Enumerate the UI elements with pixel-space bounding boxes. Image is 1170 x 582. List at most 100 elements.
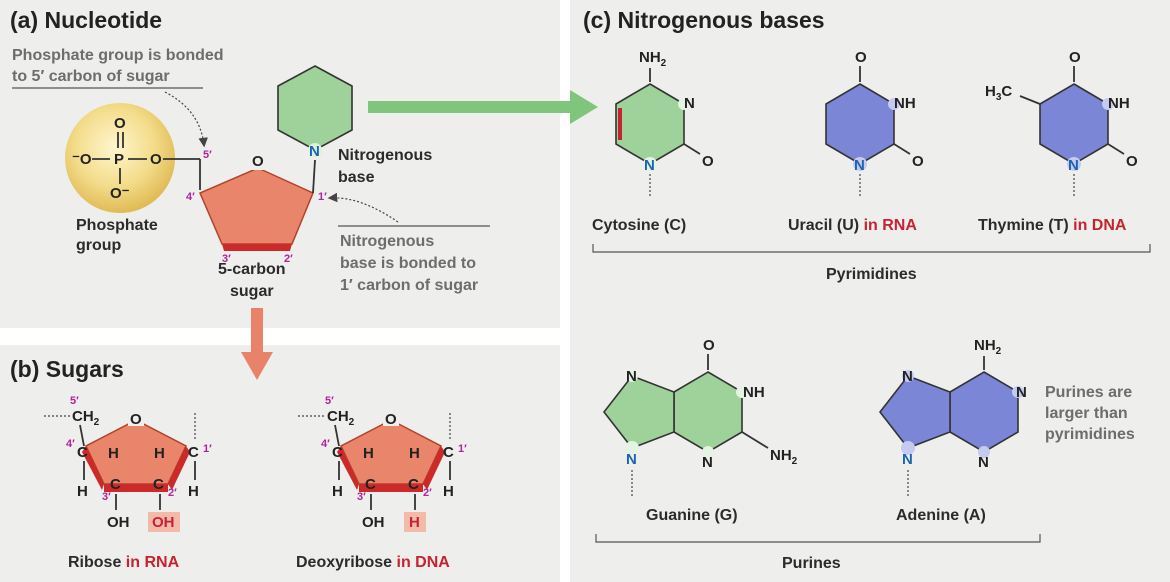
- sugar-o-bg: [250, 152, 268, 170]
- thymine-structure: O H3C NH O N: [985, 49, 1138, 198]
- deoxyribose-caption: Deoxyribose in DNA: [296, 554, 450, 571]
- adenine-label: Adenine (A): [896, 507, 986, 524]
- svg-text:NH2: NH2: [974, 337, 1002, 357]
- svg-text:N: N: [1068, 157, 1079, 174]
- svg-text:5′: 5′: [70, 395, 79, 407]
- carbon-3-label: 3′: [222, 253, 231, 265]
- sugar-o: O: [252, 153, 264, 170]
- arrow-to-bases: [368, 90, 598, 124]
- svg-text:N: N: [626, 368, 637, 385]
- phosphate-o-top: O: [114, 115, 126, 132]
- svg-text:N: N: [902, 451, 913, 468]
- svg-text:5′: 5′: [325, 395, 334, 407]
- panel-b-title: (b) Sugars: [10, 356, 124, 382]
- purines-label: Purines: [782, 555, 841, 572]
- guanine-structure: O N NH N NH2 N: [602, 337, 798, 496]
- svg-text:NH2: NH2: [770, 447, 798, 467]
- purine-note-line-3: pyrimidines: [1045, 426, 1135, 443]
- svg-text:N: N: [854, 157, 865, 174]
- ribose-caption: Ribose in RNA: [68, 554, 180, 571]
- base-note-line-1: Nitrogenous: [340, 233, 434, 250]
- sugar-label-2: sugar: [230, 283, 274, 300]
- svg-text:C: C: [332, 444, 343, 461]
- pyrimidines-label: Pyrimidines: [826, 266, 917, 283]
- svg-text:H: H: [443, 483, 454, 500]
- base-note-line-3: 1′ carbon of sugar: [340, 277, 478, 294]
- phosphate-note-line-2: to 5′ carbon of sugar: [12, 68, 170, 85]
- cytosine-structure: NH2 N N O: [615, 49, 714, 198]
- purines-bracket: [595, 534, 1041, 543]
- svg-text:O: O: [1069, 49, 1081, 66]
- carbon-5-label: 5′: [203, 149, 212, 161]
- base-label-1: Nitrogenous: [338, 147, 432, 164]
- svg-text:OH: OH: [362, 514, 385, 531]
- svg-text:O: O: [385, 411, 397, 428]
- svg-text:O: O: [912, 153, 924, 170]
- base-label-2: base: [338, 169, 375, 186]
- deoxyribose-structure: 5′ CH2 O 4′ C 1′ C H H H H C 3′ C 2′: [298, 395, 467, 532]
- svg-text:H: H: [188, 483, 199, 500]
- phosphate-label-1: Phosphate: [76, 217, 158, 234]
- svg-text:H: H: [332, 483, 343, 500]
- svg-text:NH: NH: [743, 384, 765, 401]
- svg-text:H: H: [363, 445, 374, 462]
- phosphate-o-right: O: [150, 151, 162, 168]
- svg-text:O: O: [702, 153, 714, 170]
- uracil-structure: O NH O N: [825, 49, 924, 198]
- svg-text:N: N: [626, 451, 637, 468]
- svg-text:H3C: H3C: [985, 83, 1012, 103]
- svg-text:H: H: [77, 483, 88, 500]
- ribose-oh-highlight: [148, 512, 180, 532]
- svg-text:O: O: [130, 411, 142, 428]
- phosphate-note-line-1: Phosphate group is bonded: [12, 47, 224, 64]
- purine-note-line-1: Purines are: [1045, 384, 1132, 401]
- svg-text:1′: 1′: [458, 443, 467, 455]
- pyrimidines-bracket: [592, 244, 1151, 253]
- phosphate-ball: [65, 103, 175, 213]
- panel-a-title: (a) Nucleotide: [10, 7, 162, 33]
- base-n-highlight: [308, 143, 322, 157]
- svg-text:3′: 3′: [102, 491, 111, 503]
- panel-c: (c) Nitrogenous bases NH2 N N O Cytosine…: [583, 7, 1151, 572]
- svg-text:NH2: NH2: [639, 49, 667, 69]
- glycosidic-bond: [312, 159, 316, 194]
- svg-text:OH: OH: [107, 514, 130, 531]
- phosphate-o-left: ⁻O: [72, 151, 92, 168]
- svg-text:4′: 4′: [66, 438, 75, 450]
- panel-b: (b) Sugars 5′ CH2 O 4′ C 1′ C H H H H C …: [10, 356, 467, 571]
- svg-text:C: C: [77, 444, 88, 461]
- ribose-ch2: CH2: [72, 408, 100, 428]
- cytosine-label: Cytosine (C): [592, 217, 686, 234]
- svg-text:2′: 2′: [423, 487, 432, 499]
- svg-text:C: C: [188, 444, 199, 461]
- svg-text:N: N: [644, 157, 655, 174]
- guanine-label: Guanine (G): [646, 507, 738, 524]
- svg-text:3′: 3′: [357, 491, 366, 503]
- svg-text:C: C: [408, 476, 419, 493]
- svg-text:O: O: [703, 337, 715, 354]
- svg-text:2′: 2′: [168, 487, 177, 499]
- sugar-front-edge: [222, 244, 292, 251]
- uracil-label: Uracil (U) in RNA: [788, 217, 917, 234]
- phosphate-label-2: group: [76, 237, 122, 254]
- svg-text:NH: NH: [1108, 95, 1130, 112]
- svg-text:C: C: [365, 476, 376, 493]
- panel-c-title: (c) Nitrogenous bases: [583, 7, 825, 33]
- svg-text:H: H: [409, 445, 420, 462]
- deoxy-ch2: CH2: [327, 408, 355, 428]
- phosphate-p: P: [114, 151, 124, 168]
- svg-text:C: C: [153, 476, 164, 493]
- svg-text:C: C: [443, 444, 454, 461]
- base-n: N: [309, 143, 320, 160]
- deoxy-2-group: H: [409, 514, 420, 531]
- svg-text:C: C: [110, 476, 121, 493]
- svg-text:NH: NH: [894, 95, 916, 112]
- thymine-label: Thymine (T) in DNA: [978, 217, 1127, 234]
- svg-text:H: H: [154, 445, 165, 462]
- svg-text:N: N: [1016, 384, 1027, 401]
- svg-text:1′: 1′: [203, 443, 212, 455]
- svg-text:N: N: [978, 454, 989, 471]
- arrow-to-sugars: [241, 308, 273, 380]
- svg-text:O: O: [855, 49, 867, 66]
